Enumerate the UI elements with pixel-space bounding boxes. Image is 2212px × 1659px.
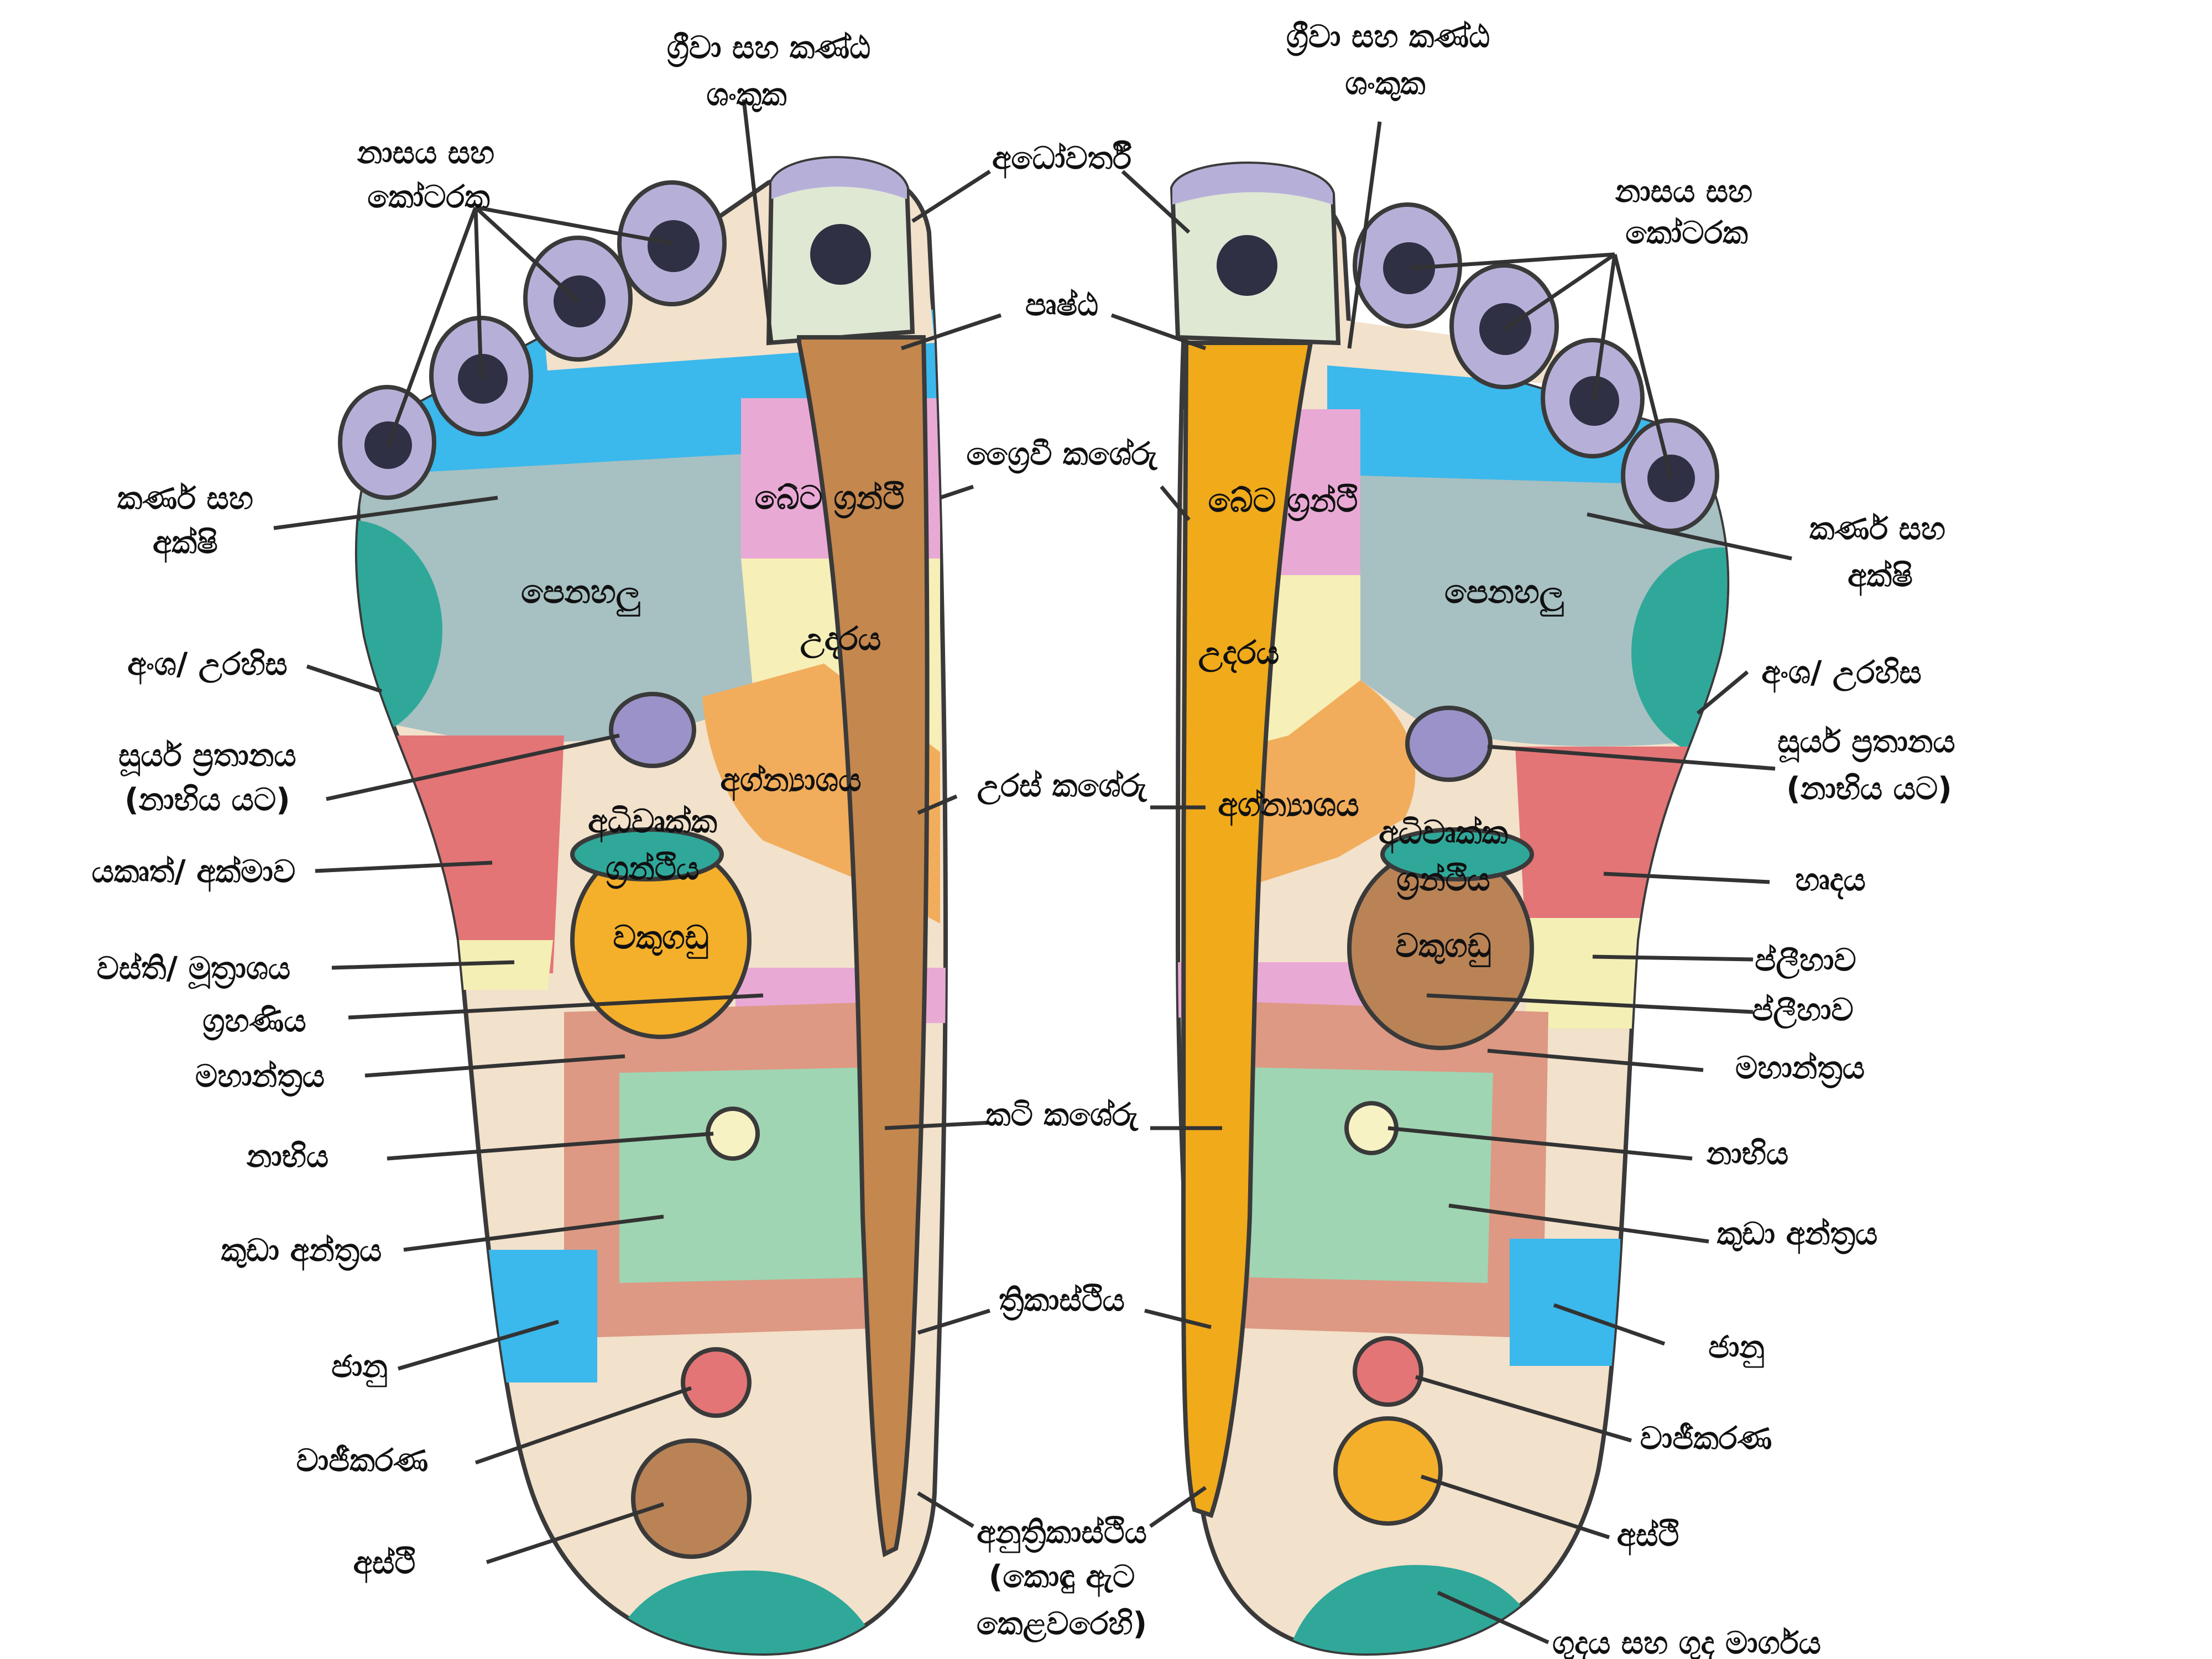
left-liver-label: යකෘත්/ අක්මාව	[92, 854, 296, 892]
left-labels: ග්‍රීවා සහ කණ්ඨ ශංකුක නාසය සහ කෝටරක කර්ණ…	[92, 30, 870, 1583]
left-small-intestine-label: කුඩා අන්ත්‍රය	[221, 1233, 382, 1271]
right-pituitary-dot	[1217, 235, 1277, 296]
sacral-label: ත්‍රිකාස්ථිය	[999, 1282, 1125, 1321]
right-adrenal-label-1: අධිවෘක්ක	[1379, 813, 1508, 854]
left-colon-label: මහාන්ත්‍රය	[195, 1058, 325, 1097]
left-gonad-label: වාජීකරණ	[296, 1443, 429, 1479]
left-thyroid-label: බේට ග්‍රන්ථි	[755, 479, 905, 519]
left-adrenal-zone	[570, 827, 724, 881]
left-shoulder-label: අංශ/ උරහිස	[127, 646, 288, 685]
leader-lines	[273, 99, 1792, 1645]
left-stomach-label: උදරය	[800, 620, 881, 659]
coccyx-label-2: (කොඳු ඇට	[989, 1559, 1135, 1597]
right-solar-plexus	[1405, 706, 1493, 782]
right-shoulder-zone	[1631, 547, 1728, 758]
right-small-intestine-zone	[1250, 1067, 1493, 1283]
right-bone-zone	[1333, 1416, 1443, 1526]
right-foot	[1170, 161, 1730, 1656]
left-lungs-label: පෙනහලු	[521, 573, 640, 617]
right-colon-label: මහාන්ත්‍රය	[1735, 1050, 1865, 1088]
right-ear-label-2: අක්ෂි	[1848, 558, 1913, 596]
right-nose-label-1: නාසය සහ	[1615, 174, 1752, 210]
left-knee-zone	[487, 1250, 597, 1383]
right-kidney-label: වකුගඩු	[1395, 927, 1491, 967]
left-navel-label: නාභිය	[247, 1139, 328, 1175]
brain-stem-label: පෘෂ්ඨ	[1025, 287, 1098, 323]
left-liver-zone	[387, 735, 564, 973]
left-bladder-label: වස්ති/ මූත්‍රාශය	[97, 951, 290, 989]
left-nose-label-1: නාසය සහ	[357, 135, 494, 171]
right-neck-label-1: ග්‍රීවා සහ කණ්ඨ	[1286, 19, 1490, 56]
left-knee-label: ජානු	[331, 1349, 388, 1387]
left-gonad-zone	[681, 1347, 752, 1418]
left-pancreas-label: අග්න්‍යාශය	[720, 761, 861, 801]
coccyx-label-3: කෙළවරෙහි)	[977, 1606, 1147, 1642]
right-rectum-label: ගුදය සහ ගුද මාර්ගය	[1552, 1625, 1821, 1659]
left-small-intestine-zone	[619, 1067, 874, 1283]
right-knee-label: ජානු	[1708, 1329, 1765, 1368]
left-duodenum-label: ග්‍රහණිය	[202, 1003, 306, 1041]
left-bone-label: අස්ථි	[353, 1545, 416, 1583]
right-lungs-label: පෙනහලු	[1444, 573, 1564, 617]
left-pituitary-dot	[810, 224, 871, 285]
left-kidney-label: වකුගඩු	[613, 919, 708, 959]
left-big-toe-tip	[771, 158, 907, 199]
right-big-toe-tip	[1172, 164, 1333, 205]
left-solar-label-1: සූර්ය ප්‍රතානය	[118, 738, 296, 776]
right-shoulder-label: අංශ/ උරහිස	[1761, 655, 1922, 693]
right-neck-label-2: ශංකුක	[1345, 66, 1425, 102]
right-stomach-label: උදරය	[1198, 634, 1280, 673]
right-gonad-zone	[1353, 1336, 1423, 1407]
cervical-label: ග්‍රෛවී කශේරු	[967, 436, 1158, 474]
right-labels: ග්‍රීවා සහ කණ්ඨ ශංකුක නාසය සහ කෝටරක කර්ණ…	[1286, 19, 1955, 1659]
right-spleen-label-1: ප්ලීහාව	[1755, 942, 1856, 979]
right-bone-label: අස්ථි	[1617, 1517, 1679, 1556]
right-adrenal-zone	[1380, 827, 1534, 881]
right-adrenal-label-2: ග්‍රන්ථිය	[1396, 860, 1490, 900]
right-thyroid-label: බේට ග්‍රන්ථි	[1208, 482, 1358, 521]
right-solar-label-1: සූර්ය ප්‍රතානය	[1777, 724, 1955, 763]
right-heart-label: හෘදය	[1795, 862, 1866, 899]
lumbar-label: කටි කශේරු	[985, 1097, 1139, 1133]
left-lung-zone	[359, 453, 752, 743]
right-ear-label-1: කර්ණ සහ	[1809, 511, 1945, 547]
left-neck-label-1: ග්‍රීවා සහ කණ්ඨ	[667, 30, 870, 67]
coccyx-label-1: අනුත්‍රිකාස්ථිය	[977, 1515, 1147, 1553]
left-rectum-zone	[608, 1571, 879, 1653]
right-spleen-label-2: ප්ලීහාව	[1752, 992, 1853, 1029]
right-navel-label: නාභිය	[1707, 1136, 1788, 1172]
thoracic-label: උරස් කශේරු	[977, 768, 1147, 805]
left-navel-zone	[706, 1107, 760, 1161]
left-neck-label-2: ශංකුක	[706, 77, 786, 113]
center-labels: අධෝවර්තී පෘෂ්ඨ ග්‍රෛවී කශේරු උරස් කශේරු …	[967, 140, 1158, 1642]
left-adrenal-label-1: අධිවෘක්ක	[588, 802, 717, 843]
right-knee-zone	[1510, 1239, 1620, 1366]
left-ear-label-1: කර්ණ සහ	[117, 481, 253, 517]
pituitary-label: අධෝවර්තී	[992, 140, 1132, 179]
right-pancreas-label: අග්න්‍යාශය	[1218, 786, 1359, 826]
zone-labels: පෙනහලු බේට ග්‍රන්ථි උදරය අග්න්‍යාශය අධිව…	[521, 479, 1564, 967]
right-gonad-label: වාජීකරණ	[1640, 1421, 1772, 1457]
right-small-intestine-label: කුඩා අන්ත්‍රය	[1717, 1216, 1878, 1254]
left-adrenal-label-2: ග්‍රන්ථිය	[606, 849, 700, 889]
left-bone-zone	[631, 1438, 752, 1559]
right-solar-label-2: (නාභිය යට)	[1786, 771, 1952, 807]
left-shoulder-zone	[357, 520, 442, 741]
left-bladder-zone	[442, 940, 553, 990]
left-solar-plexus	[609, 692, 696, 768]
left-nose-label-2: කෝටරක	[367, 179, 490, 215]
left-solar-label-2: (නාභිය යට)	[124, 782, 290, 818]
right-nose-label-2: කෝටරක	[1625, 215, 1748, 251]
left-foot	[338, 156, 948, 1656]
right-spine	[1181, 341, 1313, 1519]
left-ear-label-2: අක්ෂි	[153, 525, 218, 563]
